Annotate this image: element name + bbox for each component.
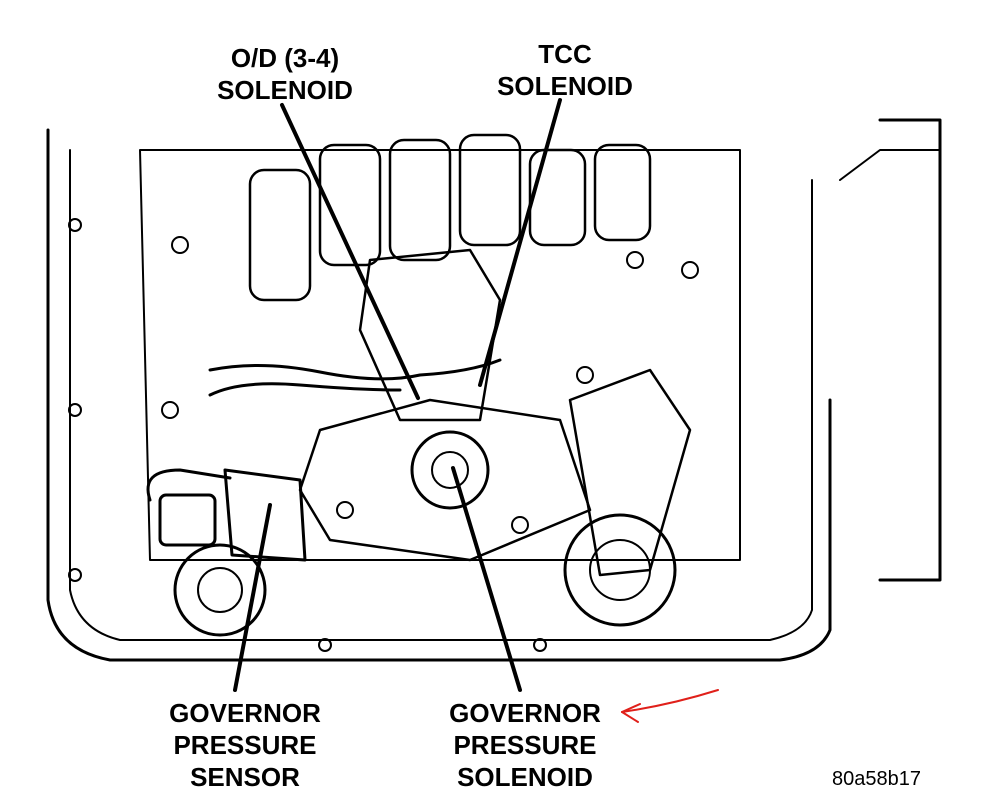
governor-solenoid-body	[410, 430, 490, 510]
od-solenoid-label-line1: O/D (3-4)	[230, 43, 340, 73]
bolts	[68, 218, 699, 652]
wire-harness	[208, 358, 502, 381]
sensor-connector	[223, 468, 307, 562]
gov-solenoid-label-line1: GOVERNOR	[449, 698, 601, 728]
leader-gov-solenoid	[451, 466, 522, 692]
solenoid-body	[358, 248, 502, 422]
gov-solenoid-label-line3: SOLENOID	[457, 762, 593, 792]
red-annotation-arrow	[621, 689, 719, 723]
gov-sensor-label-line2: PRESSURE	[173, 730, 317, 760]
leader-gov-sensor	[233, 503, 272, 692]
oil-pan-outline	[46, 128, 832, 662]
tcc-solenoid-label: TCC SOLENOID	[470, 38, 660, 102]
tcc-solenoid-label-line1: TCC	[538, 39, 592, 69]
leader-od-solenoid	[280, 103, 420, 400]
od-solenoid-label: O/D (3-4) SOLENOID	[185, 42, 385, 106]
figure-code: 80a58b17	[832, 768, 921, 790]
tcc-solenoid-label-line2: SOLENOID	[497, 71, 633, 101]
gov-sensor-label-line1: GOVERNOR	[169, 698, 321, 728]
right-bracket	[568, 368, 692, 577]
governor-body	[298, 398, 592, 562]
solenoid-cylinders	[248, 133, 652, 302]
governor-pressure-solenoid-label: GOVERNOR PRESSURE SOLENOID	[425, 697, 625, 793]
gov-solenoid-label-line2: PRESSURE	[453, 730, 597, 760]
transmission-case	[878, 118, 942, 582]
leader-tcc-solenoid	[478, 98, 562, 387]
od-solenoid-label-line2: SOLENOID	[217, 75, 353, 105]
governor-pressure-sensor-label: GOVERNOR PRESSURE SENSOR	[150, 697, 340, 793]
oil-pan-inner-lip	[69, 149, 813, 641]
gov-sensor-label-line3: SENSOR	[190, 762, 300, 792]
